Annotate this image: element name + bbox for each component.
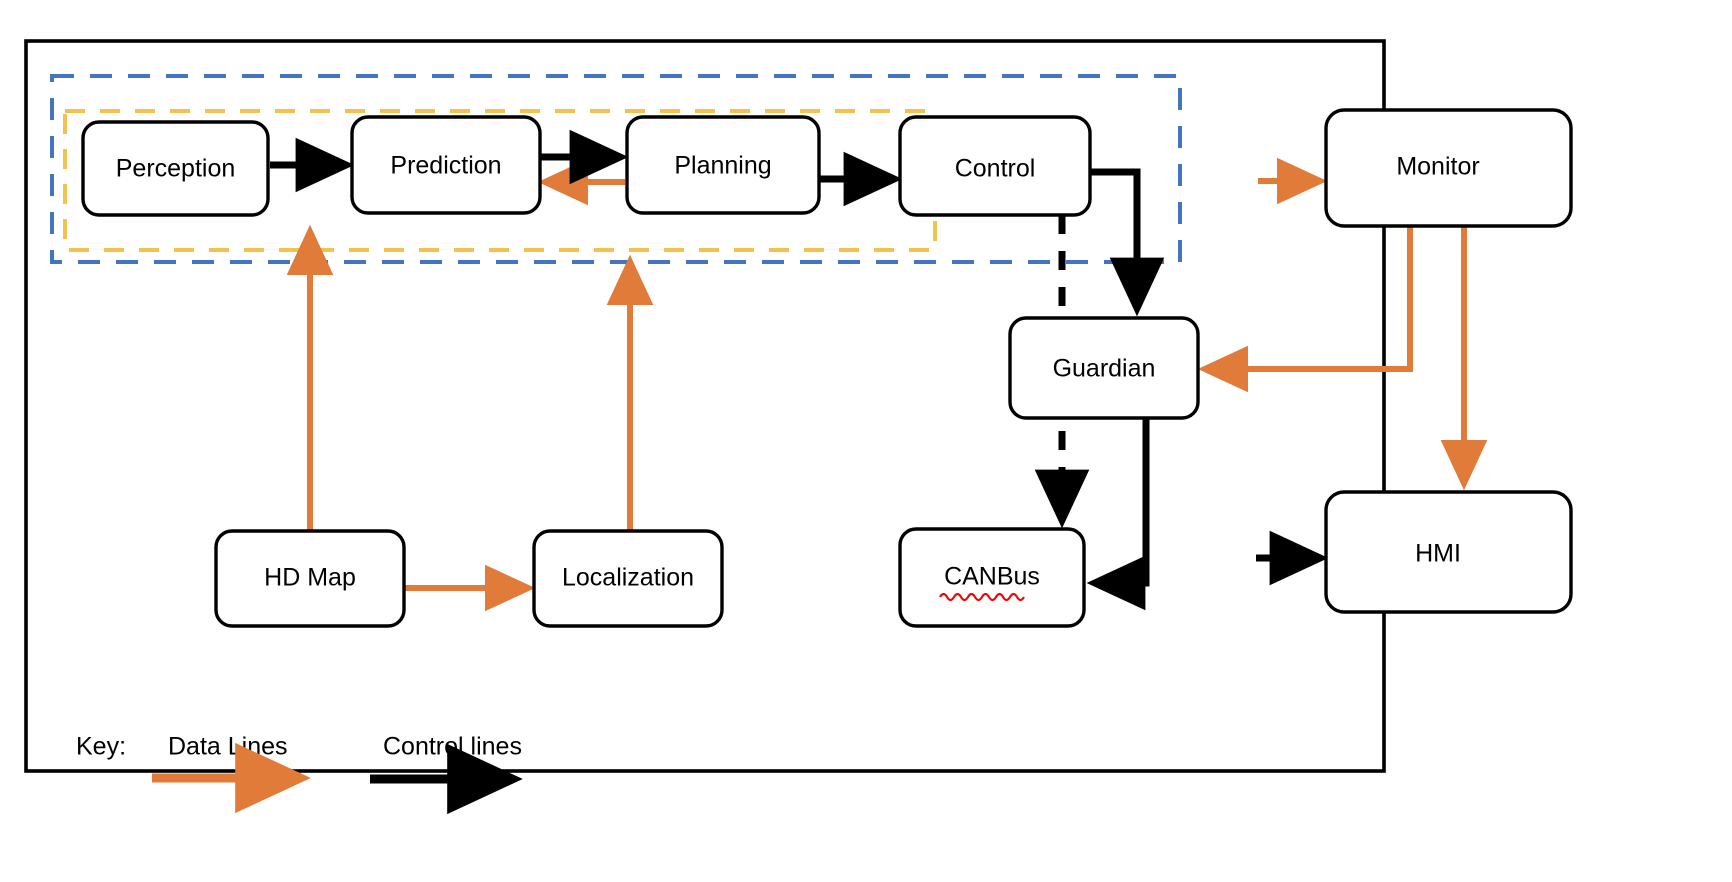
- node-hdmap-rect[interactable]: [214, 529, 406, 628]
- node-localization-rect[interactable]: [532, 529, 724, 628]
- legend-data-lines-label: Data Lines: [168, 733, 288, 761]
- node-planning-label: Planning: [674, 152, 771, 180]
- node-localization-label: Localization: [562, 564, 694, 592]
- system-boundary: [24, 39, 1386, 773]
- legend-key-label: Key:: [76, 733, 126, 761]
- node-prediction-label: Prediction: [390, 152, 501, 180]
- node-control-rect[interactable]: [898, 115, 1092, 217]
- node-guardian-rect[interactable]: [1008, 316, 1200, 420]
- node-monitor[interactable]: Monitor: [1324, 108, 1573, 228]
- node-monitor-label: Monitor: [1396, 153, 1479, 181]
- node-hmi-rect[interactable]: [1324, 490, 1573, 614]
- node-guardian-label: Guardian: [1053, 355, 1156, 383]
- group-box-inner: [63, 109, 937, 252]
- node-perception-rect[interactable]: [81, 120, 270, 217]
- node-planning[interactable]: Planning: [625, 115, 821, 215]
- node-prediction-rect[interactable]: [350, 115, 542, 215]
- node-perception[interactable]: Perception: [81, 120, 270, 217]
- legend-control-lines-label: Control lines: [383, 733, 522, 761]
- edge-guardian-canbus: [1086, 418, 1150, 611]
- node-hmi[interactable]: HMI: [1324, 490, 1573, 614]
- node-canbus-label: CANBus: [944, 563, 1040, 591]
- edge-monitor-guardian: [1197, 226, 1413, 393]
- node-canbus[interactable]: CANBus: [898, 527, 1086, 628]
- node-prediction[interactable]: Prediction: [350, 115, 542, 215]
- node-hmi-label: HMI: [1415, 540, 1461, 568]
- node-guardian[interactable]: Guardian: [1008, 316, 1200, 420]
- node-planning-rect[interactable]: [625, 115, 821, 215]
- node-perception-label: Perception: [116, 155, 236, 183]
- node-hdmap[interactable]: HD Map: [214, 529, 406, 628]
- node-hdmap-label: HD Map: [264, 564, 356, 592]
- node-control-label: Control: [955, 155, 1036, 183]
- node-control[interactable]: Control: [898, 115, 1092, 217]
- node-localization[interactable]: Localization: [532, 529, 724, 628]
- edge-control-guardian: [1090, 168, 1165, 317]
- spellcheck-underline-icon: [939, 592, 1025, 602]
- node-monitor-rect[interactable]: [1324, 108, 1573, 228]
- node-canbus-rect[interactable]: [898, 527, 1086, 628]
